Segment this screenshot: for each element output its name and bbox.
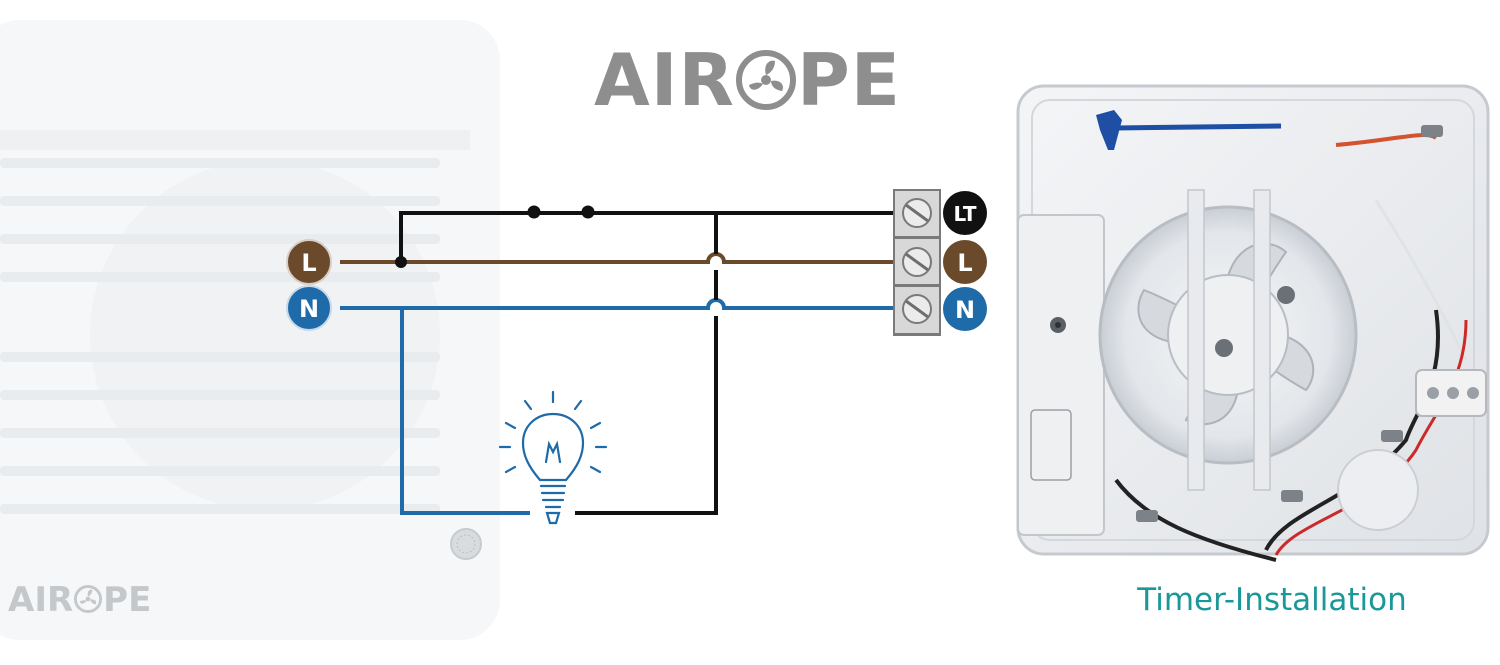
badge-neutral-input: N	[286, 285, 332, 331]
housing-grille-ring	[90, 160, 440, 510]
switch-contact-right	[581, 205, 595, 219]
housing-louvres	[0, 158, 440, 514]
brand-logo-prefix: AIR	[594, 38, 735, 122]
fan-icon	[74, 584, 103, 614]
watermark-logo: AIR PE	[8, 580, 151, 620]
watermark-logo-prefix: AIR	[8, 580, 74, 620]
light-bulb-icon	[498, 390, 608, 525]
badge-line-input: L	[286, 239, 332, 285]
brand-logo-suffix: PE	[796, 38, 901, 122]
housing-shadow-band	[0, 130, 470, 150]
badge-terminal-l: L	[943, 240, 987, 284]
fan-unit-image	[1016, 84, 1490, 562]
installation-caption: Timer-Installation	[1137, 582, 1407, 618]
terminal-screw-l	[893, 237, 941, 286]
badge-terminal-n-label: N	[955, 296, 975, 324]
badge-terminal-n: N	[943, 287, 987, 331]
housing-sensor-grille	[450, 528, 482, 560]
badge-terminal-lt-label: LT	[953, 202, 976, 226]
badge-line-input-label: L	[301, 249, 316, 277]
terminal-block	[893, 189, 941, 336]
badge-terminal-lt: LT	[943, 191, 987, 235]
badge-neutral-input-label: N	[299, 295, 319, 323]
neutral-wire	[340, 298, 895, 515]
cable-grommet	[1337, 449, 1419, 531]
motor-screw-top	[1277, 286, 1295, 304]
live-junction-dot	[395, 256, 407, 268]
terminal-screw-lt	[893, 189, 941, 238]
switched-live-wire	[399, 211, 895, 515]
live-wire	[340, 252, 895, 264]
watermark-logo-suffix: PE	[103, 580, 152, 620]
fan-icon	[735, 50, 796, 110]
motor-screw-bottom	[1215, 339, 1233, 357]
blue-key-tool	[1096, 110, 1122, 150]
switch-contact-left	[527, 205, 541, 219]
brand-logo: AIR PE	[594, 38, 900, 122]
badge-terminal-l-label: L	[957, 249, 972, 277]
timer-module	[1017, 214, 1105, 536]
light-switch	[527, 205, 595, 219]
terminal-screw-n	[893, 285, 941, 335]
